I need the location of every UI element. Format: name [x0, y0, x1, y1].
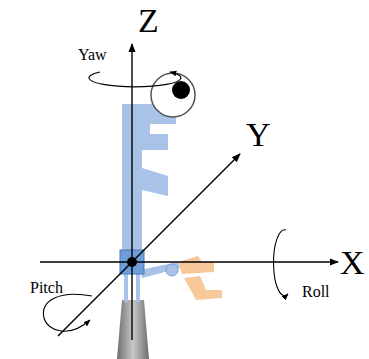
y-axis	[58, 154, 240, 336]
pitch-rotation	[43, 294, 92, 331]
pupil	[172, 81, 190, 99]
eye	[151, 73, 195, 117]
z-axis	[131, 44, 132, 340]
rotation-label: Roll	[302, 284, 330, 300]
axis-label: Z	[138, 4, 159, 38]
yaw-rotation	[89, 72, 181, 87]
knee-joint	[166, 264, 178, 276]
axis-label: Y	[246, 118, 271, 152]
pedestal	[117, 300, 149, 359]
x-axis	[40, 261, 338, 262]
roll-rotation	[274, 230, 288, 296]
rotation-label: Yaw	[78, 47, 107, 63]
axis-label: X	[340, 246, 365, 280]
origin-dot	[127, 257, 137, 267]
rotation-label: Pitch	[30, 280, 63, 296]
